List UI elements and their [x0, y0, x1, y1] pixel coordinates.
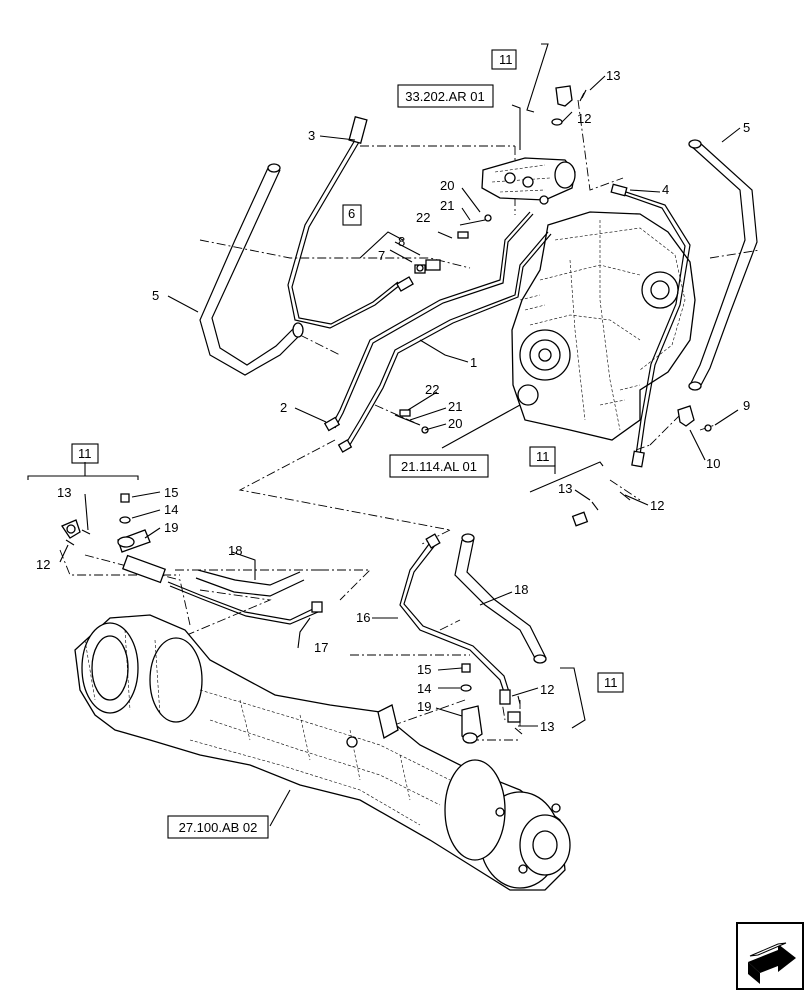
callout-8: 8 — [398, 234, 405, 249]
ref-front-axle: 27.100.AB 02 — [179, 820, 258, 835]
callout-20: 20 — [448, 416, 462, 431]
callout-1: 1 — [470, 355, 477, 370]
sleeve-5-right — [688, 139, 758, 391]
box-11-right — [529, 446, 556, 467]
callout-12: 12 — [650, 498, 664, 513]
callout-16: 16 — [356, 610, 370, 625]
hose-3 — [287, 116, 414, 329]
fitting-11-left — [61, 519, 91, 546]
callout-18: 18 — [514, 582, 528, 597]
clamp-20-22-upper — [457, 214, 492, 239]
sleeve-18-right — [454, 533, 547, 664]
box-11-lower-right — [597, 672, 624, 693]
callout-numbers: 1 2 3 4 5 5 6 7 8 9 10 11 11 11 11 12 12… — [36, 52, 750, 734]
callout-11: 11 — [604, 675, 618, 690]
fitting-11-lower-right — [507, 695, 523, 735]
callout-13: 13 — [558, 481, 572, 496]
callout-7: 7 — [378, 248, 385, 263]
callout-20: 20 — [440, 178, 454, 193]
callout-15: 15 — [417, 662, 431, 677]
steering-valve — [481, 157, 576, 205]
fitting-11-right — [571, 491, 631, 527]
callout-11: 11 — [536, 449, 550, 464]
callout-13: 13 — [606, 68, 620, 83]
callout-14: 14 — [164, 502, 178, 517]
clamp-20-22-lower — [394, 409, 429, 434]
ref-transmission: 21.114.AL 01 — [401, 459, 477, 474]
reference-boxes: 33.202.AR 01 21.114.AL 01 27.100.AB 02 — [167, 84, 494, 839]
callout-9: 9 — [743, 398, 750, 413]
bolt-washer-clamp-right — [460, 663, 483, 744]
callout-12: 12 — [577, 111, 591, 126]
box-6 — [342, 204, 362, 226]
callout-2: 2 — [280, 400, 287, 415]
sleeve-5-left — [199, 163, 304, 376]
callout-15: 15 — [164, 485, 178, 500]
front-axle — [74, 614, 571, 891]
callout-11: 11 — [499, 52, 513, 67]
callout-11: 11 — [78, 446, 92, 461]
boxed-callouts — [71, 49, 624, 693]
callout-22: 22 — [425, 382, 439, 397]
callout-brackets — [27, 43, 604, 729]
steel-tubes — [323, 211, 552, 453]
callout-13: 13 — [540, 719, 554, 734]
bolt-washer-clamp-left — [117, 493, 151, 553]
leader-lines — [59, 75, 741, 827]
hose-4 — [610, 183, 691, 468]
box-11-left — [71, 443, 99, 464]
transmission-housing — [511, 211, 696, 441]
callout-19: 19 — [417, 699, 431, 714]
callout-5: 5 — [743, 120, 750, 135]
callout-12: 12 — [36, 557, 50, 572]
next-page-arrow-icon[interactable] — [736, 922, 804, 990]
callout-21: 21 — [440, 198, 454, 213]
elbow-fitting-10 — [677, 405, 712, 432]
sleeve-18-left — [195, 569, 305, 597]
callout-13: 13 — [57, 485, 71, 500]
callout-14: 14 — [417, 681, 431, 696]
callout-3: 3 — [308, 128, 315, 143]
callout-6: 6 — [348, 206, 355, 221]
callout-12: 12 — [540, 682, 554, 697]
ref-steering-valve: 33.202.AR 01 — [405, 89, 485, 104]
callout-17: 17 — [314, 640, 328, 655]
callout-21: 21 — [448, 399, 462, 414]
callout-18: 18 — [228, 543, 242, 558]
callout-10: 10 — [706, 456, 720, 471]
callout-5: 5 — [152, 288, 159, 303]
callout-22: 22 — [416, 210, 430, 225]
box-11-top — [491, 49, 517, 70]
fittings-6 — [414, 259, 441, 274]
callout-4: 4 — [662, 182, 669, 197]
callout-19: 19 — [164, 520, 178, 535]
hose-17 — [121, 554, 323, 625]
hose-16 — [399, 533, 511, 705]
